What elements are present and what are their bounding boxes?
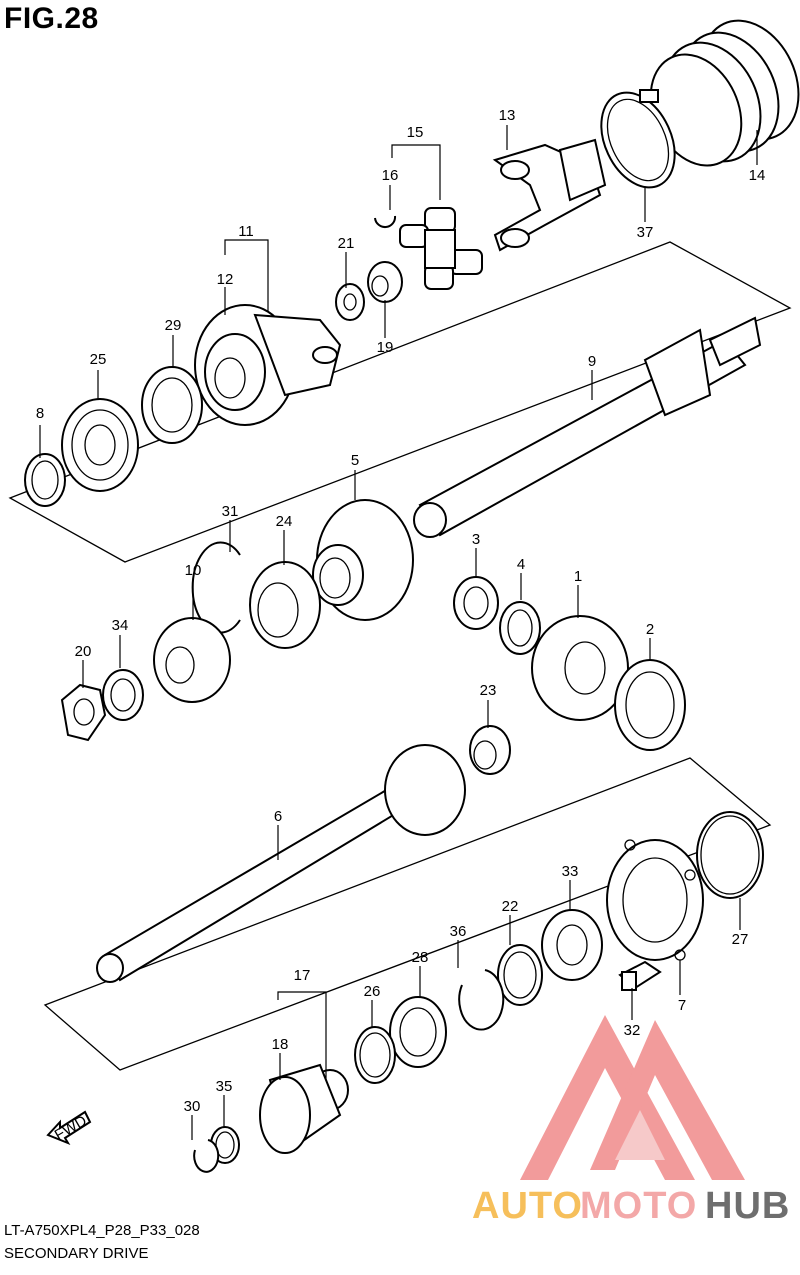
fwd-arrow-icon: FWD [46,1110,92,1146]
part-3-spacer [453,576,499,630]
part-4-shim [499,601,541,655]
callout-10: 10 [185,562,202,579]
upper-group-frame [8,241,792,563]
callout-15: 15 [407,124,424,141]
callout-18: 18 [272,1036,289,1053]
part-11-yoke-assy [194,304,342,426]
callout-23: 23 [480,682,497,699]
part-29-oil-seal [141,366,203,444]
part-34-washer [102,669,144,721]
callout-36: 36 [450,923,467,940]
callout-34: 34 [112,617,129,634]
part-32-bolt [618,960,662,991]
part-2-shim [614,659,686,751]
part-26-ring [354,1026,396,1084]
part-14-boot [649,19,800,167]
callout-4: 4 [517,556,525,573]
callout-12: 12 [217,271,234,288]
part-37-clamp [600,89,676,189]
part-13-yoke [492,138,607,252]
callout-22: 22 [502,898,519,915]
logo-word-auto: AUTO [472,1185,583,1227]
part-24-bearing [249,561,321,649]
callout-30: 30 [184,1098,201,1115]
part-28-oil-seal [389,996,447,1068]
callout-1: 1 [574,568,582,585]
callout-28: 28 [412,949,429,966]
callout-labels: 8 25 29 12 11 21 19 16 15 13 37 14 9 5 3… [36,107,766,1115]
callout-37: 37 [637,224,654,241]
callout-21: 21 [338,235,355,252]
callout-11: 11 [238,223,254,240]
leader-lines [39,125,758,1140]
callout-32: 32 [624,1022,641,1039]
callout-14: 14 [749,167,766,184]
part-36-circlip [458,969,505,1031]
callout-26: 26 [364,983,381,1000]
part-25-bearing [61,398,139,492]
logo-word-moto: MOTO [580,1185,697,1227]
part-21-washer [335,283,365,321]
part-33-bearing [541,909,603,981]
callout-35: 35 [216,1078,233,1095]
part-23-needle-bearing [469,725,511,775]
part-27-o-ring [696,811,764,899]
part-9-shaft [413,316,762,538]
automotohub-watermark-logo: AUTO MOTO HUB [472,1015,790,1227]
part-17-boot [259,1063,349,1154]
callout-7: 7 [678,997,686,1014]
part-7-housing [606,839,704,961]
callout-27: 27 [732,931,749,948]
callout-3: 3 [472,531,480,548]
part-22-ring [497,944,543,1006]
callout-5: 5 [351,452,359,469]
callout-16: 16 [382,167,399,184]
callout-9: 9 [588,353,596,370]
callout-31: 31 [222,503,239,520]
lower-group-frame [43,757,772,1071]
callout-33: 33 [562,863,579,880]
callout-24: 24 [276,513,293,530]
callout-8: 8 [36,405,44,422]
callout-2: 2 [646,621,654,638]
part-1-gear [531,615,629,721]
callout-17: 17 [294,967,311,984]
part-5-gear [312,499,414,621]
logo-word-hub: HUB [705,1185,790,1227]
part-20-nut [60,683,107,742]
callout-20: 20 [75,643,92,660]
callout-6: 6 [274,808,282,825]
callout-19: 19 [377,339,394,356]
part-8-ring [24,453,66,507]
callout-13: 13 [499,107,516,124]
part-16-circlip [374,215,397,228]
part-6-shaft [96,744,466,983]
callout-29: 29 [165,317,182,334]
figure-name: SECONDARY DRIVE [4,1245,149,1262]
figure-title: FIG.28 [4,2,99,35]
part-15-spider [399,207,483,290]
part-19-bushing [367,261,403,303]
part-30-clip [193,1139,220,1173]
part-10-gear [153,617,231,703]
figure-code: LT-A750XPL4_P28_P33_028 [4,1222,200,1239]
callout-25: 25 [90,351,107,368]
